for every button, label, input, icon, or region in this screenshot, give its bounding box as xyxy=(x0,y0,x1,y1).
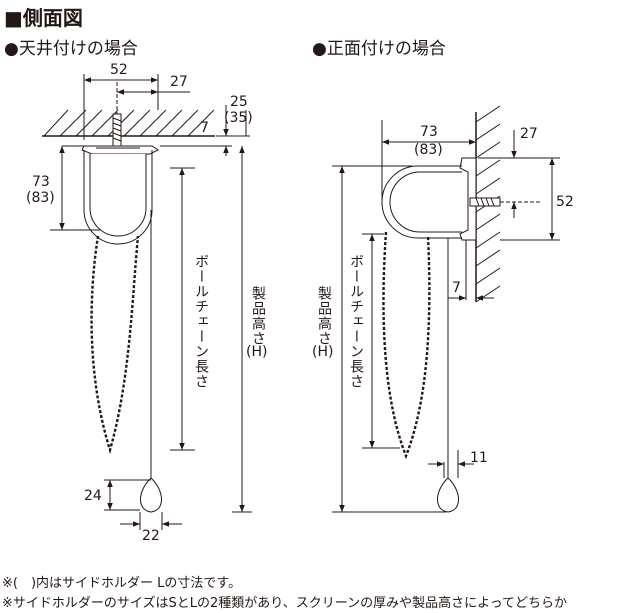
ceiling-depth-dims xyxy=(160,105,250,156)
ceiling-dim-25: 25 xyxy=(230,94,248,110)
ceiling-height-label: 製品高さ xyxy=(250,286,266,346)
wall-bracket xyxy=(459,157,540,241)
wall-pull-weight xyxy=(428,238,474,513)
ceiling-ball-chain xyxy=(90,235,140,455)
ceiling-dim-24: 24 xyxy=(84,488,102,504)
wall-chain-label: ボールチェーン長さ xyxy=(348,254,364,389)
ceiling-dim-22: 22 xyxy=(142,528,160,544)
wall-dim-7: 7 xyxy=(452,280,461,296)
ceiling-chain-length-dim xyxy=(170,167,195,451)
ceiling-bracket xyxy=(81,145,159,155)
note-line-1: ※( )内はサイドホルダー Lの寸法です。 xyxy=(2,576,242,591)
ceiling-dim-73: 73 xyxy=(32,174,50,190)
wall-chain-length-dim xyxy=(362,233,400,449)
wall-height-label: 製品高さ xyxy=(316,286,332,346)
wall-height-symbol: (H) xyxy=(312,344,334,360)
page-title: ■側面図 xyxy=(4,6,83,30)
ceiling-height-symbol: (H) xyxy=(246,344,268,360)
wall-dim-52: 52 xyxy=(556,194,574,210)
ceiling-hatch xyxy=(42,109,215,137)
ceiling-chain-label: ボールチェーン長さ xyxy=(193,254,209,389)
wall-dim-73-alt: (83) xyxy=(414,142,443,158)
wall-dim-73: 73 xyxy=(420,124,438,140)
ceiling-dim-27: 27 xyxy=(170,74,188,90)
ceiling-height-dims xyxy=(50,145,100,231)
ceiling-dim-73-alt: (83) xyxy=(26,190,55,206)
note-line-2: ※サイドホルダーのサイズはSとLの2種類があり、スクリーンの厚みや製品高さによっ… xyxy=(2,596,568,611)
ceiling-dim-52: 52 xyxy=(110,62,128,78)
wall-dim-27: 27 xyxy=(520,126,538,142)
wall-roll-housing xyxy=(381,165,462,239)
wall-depth-dims xyxy=(381,120,476,200)
ceiling-heading: ●天井付けの場合 xyxy=(4,39,138,59)
ceiling-pull-weight xyxy=(104,210,182,530)
wall-heading: ●正面付けの場合 xyxy=(312,39,446,59)
ceiling-dim-7: 7 xyxy=(200,120,209,136)
ceiling-roll-housing xyxy=(83,150,153,245)
ceiling-product-height-dim xyxy=(232,146,252,513)
ceiling-dim-25-alt: (35) xyxy=(224,110,253,126)
wall-product-height-dim xyxy=(332,165,446,513)
wall-dim-11: 11 xyxy=(470,450,488,466)
wall-offset-dim xyxy=(448,240,494,301)
wall-vertical-dims xyxy=(478,130,560,241)
wall-ball-chain xyxy=(382,231,431,460)
ceiling-width-dims xyxy=(83,74,190,140)
